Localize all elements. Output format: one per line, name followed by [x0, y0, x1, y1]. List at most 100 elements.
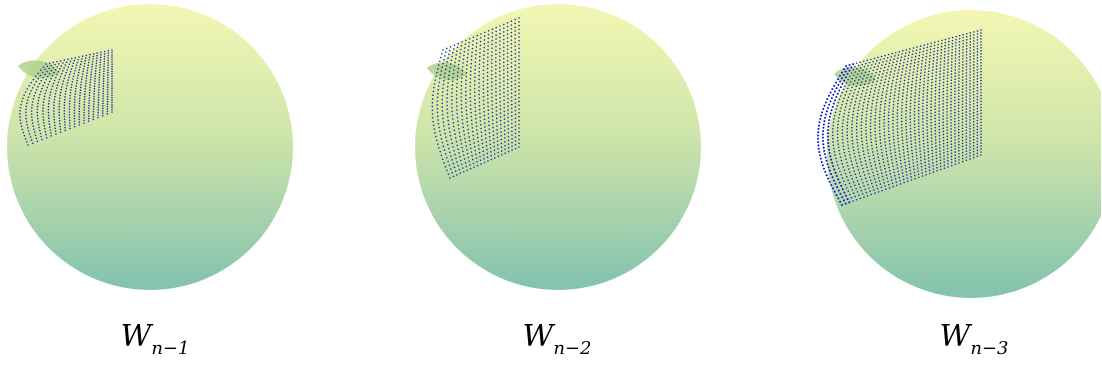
surface-point — [873, 157, 875, 160]
surface-point — [897, 170, 899, 173]
surface-point — [942, 87, 945, 90]
surface-point — [915, 79, 918, 82]
surface-point — [874, 133, 877, 136]
surface-point — [913, 110, 916, 113]
surface-point — [79, 86, 82, 89]
surface-point — [46, 65, 49, 68]
surface-point — [432, 124, 435, 127]
surface-point — [927, 147, 929, 150]
surface-point — [39, 132, 42, 135]
surface-point — [824, 116, 827, 119]
surface-point — [499, 25, 501, 27]
surface-point — [441, 52, 443, 55]
surface-point — [506, 56, 509, 58]
surface-point — [883, 164, 886, 167]
surface-point — [828, 103, 831, 106]
surface-point — [926, 141, 929, 144]
surface-point — [885, 188, 887, 191]
surface-point — [887, 53, 890, 56]
surface-point — [497, 155, 500, 158]
surface-point — [896, 109, 899, 111]
surface-point — [92, 108, 95, 110]
surface-point — [64, 96, 66, 98]
surface-point — [889, 173, 892, 175]
surface-point — [900, 166, 903, 168]
surface-point — [844, 155, 846, 157]
surface-point — [912, 74, 914, 77]
surface-point — [840, 173, 843, 176]
surface-point — [480, 127, 482, 130]
surface-point — [62, 62, 64, 64]
surface-point — [896, 115, 899, 118]
surface-point — [852, 95, 854, 97]
surface-point — [495, 98, 497, 101]
surface-point — [876, 80, 878, 83]
surface-point — [976, 107, 979, 110]
surface-point — [824, 156, 827, 159]
surface-point — [492, 134, 495, 136]
surface-point — [25, 105, 28, 108]
surface-point — [823, 104, 826, 107]
surface-point — [926, 95, 929, 97]
surface-point — [111, 68, 113, 70]
surface-point — [976, 143, 979, 146]
surface-point — [980, 50, 982, 52]
surface-point — [972, 123, 975, 126]
surface-point — [61, 86, 63, 88]
surface-point — [946, 129, 949, 131]
surface-point — [817, 127, 820, 130]
surface-point — [461, 163, 463, 166]
surface-point — [54, 127, 57, 130]
surface-point — [943, 57, 946, 59]
surface-point — [506, 25, 509, 28]
surface-point — [491, 96, 493, 99]
surface-point — [68, 119, 71, 122]
surface-point — [827, 145, 830, 148]
surface-point — [904, 52, 907, 54]
surface-point — [914, 92, 917, 94]
surface-point — [976, 149, 979, 152]
surface-point — [876, 98, 878, 101]
surface-point — [97, 94, 100, 96]
surface-point — [875, 108, 877, 110]
surface-point — [832, 144, 835, 147]
surface-point — [980, 35, 982, 37]
surface-point — [78, 118, 81, 121]
surface-point — [841, 196, 844, 199]
surface-point — [926, 104, 928, 107]
surface-point — [478, 74, 480, 77]
surface-point — [836, 133, 839, 136]
surface-point — [111, 58, 113, 61]
surface-point — [839, 192, 842, 195]
surface-point — [446, 116, 449, 118]
surface-point — [107, 62, 109, 64]
surface-point — [518, 96, 520, 99]
surface-point — [851, 143, 854, 145]
surface-point — [868, 155, 870, 158]
surface-point — [503, 84, 505, 86]
surface-point — [852, 181, 855, 183]
surface-point — [910, 96, 912, 98]
surface-point — [60, 65, 63, 67]
surface-point — [880, 172, 883, 174]
surface-point — [460, 159, 462, 162]
surface-point — [44, 68, 46, 71]
surface-point — [907, 57, 909, 60]
surface-point — [441, 110, 444, 112]
surface-point — [903, 152, 905, 154]
surface-point — [946, 153, 949, 156]
surface-point — [907, 78, 910, 81]
surface-point — [826, 135, 829, 138]
surface-point — [834, 111, 837, 114]
surface-point — [38, 126, 40, 129]
surface-point — [905, 67, 908, 69]
sphere-plot-2 — [415, 4, 701, 290]
surface-point — [851, 136, 853, 139]
surface-point — [938, 88, 941, 91]
surface-point — [894, 154, 897, 157]
surface-point — [913, 68, 915, 70]
surface-point — [857, 169, 860, 171]
surface-point — [439, 73, 442, 76]
surface-point — [490, 66, 493, 68]
surface-point — [451, 80, 454, 83]
